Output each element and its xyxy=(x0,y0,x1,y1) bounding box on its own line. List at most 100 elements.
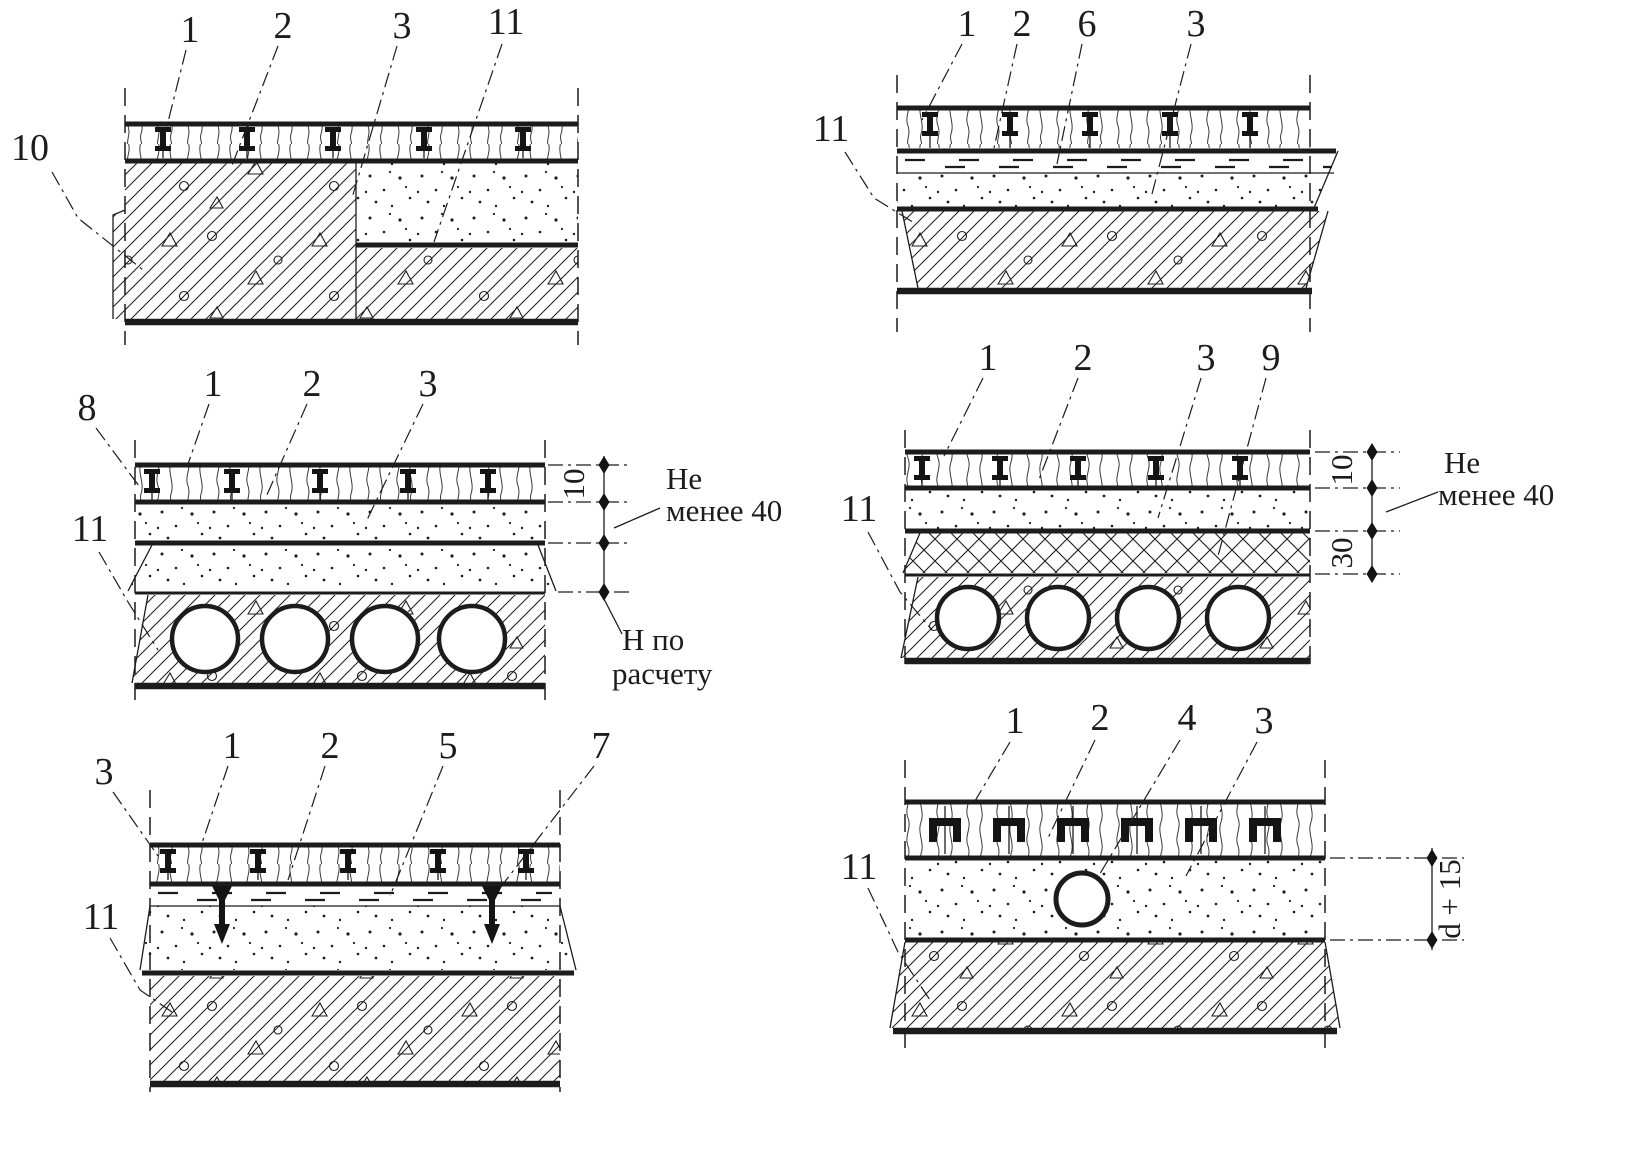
callout-11-label: 11 xyxy=(72,508,109,550)
slab-void xyxy=(259,603,331,675)
dim-30-label: 30 xyxy=(1324,538,1359,569)
slab-left-step xyxy=(113,210,125,319)
callout-3-label: 3 xyxy=(1255,700,1274,742)
dim-arrow-icon xyxy=(1366,565,1378,583)
annotation-leader xyxy=(602,596,623,635)
leveling-layer xyxy=(140,906,576,970)
callout-11-label: 11 xyxy=(841,488,878,530)
leader-3 xyxy=(112,791,159,857)
parquet-border-lines xyxy=(135,462,545,505)
leader-1 xyxy=(943,377,984,457)
h-by-calc-line1: Н по xyxy=(622,622,684,657)
leader-1 xyxy=(165,49,187,131)
panel-middle-right: 1 2 3 9 11 10 30 Не менее 40 xyxy=(841,337,1554,672)
parquet-layer xyxy=(125,126,578,159)
screed-layer xyxy=(905,860,1325,938)
slab-void xyxy=(349,603,421,675)
extension-lines xyxy=(1330,857,1464,941)
panel-bottom-left: 3 1 2 5 7 11 xyxy=(83,725,611,1092)
callout-2-label: 2 xyxy=(1074,337,1093,379)
base-slab-right-symbols xyxy=(356,248,578,319)
leader-1 xyxy=(971,741,1011,807)
pipe-section xyxy=(1053,870,1111,928)
callout-2-label: 2 xyxy=(1013,3,1032,45)
leader-11 xyxy=(109,937,173,1013)
parquet-joints xyxy=(944,806,1266,854)
annotation-leader xyxy=(613,507,661,529)
callout-3-label: 3 xyxy=(393,5,412,47)
dim-10-label: 10 xyxy=(556,469,591,500)
callout-11-label: 11 xyxy=(488,1,525,43)
leader-1 xyxy=(921,43,963,121)
base-slab-symbols xyxy=(150,976,560,1082)
screed-layer xyxy=(135,504,545,542)
hollow-core-slab-symbols xyxy=(132,595,545,683)
screed-break-edge xyxy=(1313,150,1339,209)
slab-break-edge xyxy=(900,576,919,659)
extension-lines xyxy=(548,464,630,593)
leader-2 xyxy=(265,403,308,498)
panel-middle-left: 8 1 2 3 11 10 Не менее 40 Н по расчету xyxy=(72,363,782,700)
leader-3 xyxy=(1185,741,1258,877)
callout-1-label: 1 xyxy=(204,363,223,405)
panel-top-right: 1 2 6 3 11 xyxy=(813,3,1339,332)
leader-5 xyxy=(389,765,444,897)
not-less-40-line1: Не xyxy=(1444,445,1480,480)
callout-8-label: 8 xyxy=(78,387,97,429)
screed-layer xyxy=(897,173,1334,207)
callout-1-label: 1 xyxy=(979,337,998,379)
leader-11 xyxy=(867,887,931,1001)
slab-void xyxy=(1114,584,1182,652)
panel-top-left: 10 1 2 3 11 xyxy=(11,1,579,345)
screed-layer-right xyxy=(356,163,578,243)
dim-arrow-icon xyxy=(1366,479,1378,497)
callout-1-label: 1 xyxy=(958,3,977,45)
callout-1-label: 1 xyxy=(223,725,242,767)
callout-1-label: 1 xyxy=(1006,700,1025,742)
callout-1-label: 1 xyxy=(181,9,200,51)
leader-2 xyxy=(287,765,326,881)
leader-3 xyxy=(351,45,398,199)
leader-3 xyxy=(1151,43,1192,195)
callout-3-label: 3 xyxy=(1197,337,1216,379)
callout-2-label: 2 xyxy=(303,363,322,405)
callout-11-label: 11 xyxy=(813,108,850,150)
callout-2-label: 2 xyxy=(1091,697,1110,739)
base-slab-symbols xyxy=(902,211,1328,288)
parquet-layer xyxy=(135,467,545,500)
dim-arrow-icon xyxy=(1366,522,1378,540)
callout-11-label: 11 xyxy=(841,846,878,888)
not-less-40-line2: менее 40 xyxy=(1438,477,1554,512)
leader-3 xyxy=(1157,377,1202,519)
leader-2 xyxy=(1047,739,1096,839)
callout-10-label: 10 xyxy=(11,127,49,169)
slab-step-edge xyxy=(112,209,126,319)
parquet-border-lines xyxy=(897,105,1336,154)
callout-2-label: 2 xyxy=(274,5,293,47)
dim-d-plus-15-label: d + 15 xyxy=(1432,859,1467,938)
leader-1 xyxy=(187,403,210,465)
dimension-group: 10 Не менее 40 Н по расчету xyxy=(548,456,782,691)
not-less-40-line2: менее 40 xyxy=(666,493,782,528)
callout-4-label: 4 xyxy=(1178,697,1197,739)
slab-void xyxy=(934,584,1002,652)
callout-3-label: 3 xyxy=(1187,3,1206,45)
slab-void xyxy=(1024,584,1092,652)
callout-7-label: 7 xyxy=(592,725,611,767)
parquet-layer xyxy=(905,454,1310,487)
leader-11 xyxy=(844,151,917,225)
extension-lines xyxy=(1315,451,1400,575)
dimension-group: d + 15 xyxy=(1330,848,1467,950)
dimension-group: 10 30 Не менее 40 xyxy=(1315,443,1554,583)
leader-1 xyxy=(200,765,229,847)
dim-arrow-icon xyxy=(598,456,610,474)
parquet-border-lines xyxy=(905,449,1310,491)
parquet-border-lines xyxy=(125,121,578,164)
dim-arrow-icon xyxy=(598,493,610,511)
leader-2 xyxy=(1037,377,1079,483)
callout-11-label: 11 xyxy=(83,896,120,938)
leader-2 xyxy=(993,43,1018,149)
leader-3 xyxy=(365,403,424,523)
callout-3-label: 3 xyxy=(419,363,438,405)
